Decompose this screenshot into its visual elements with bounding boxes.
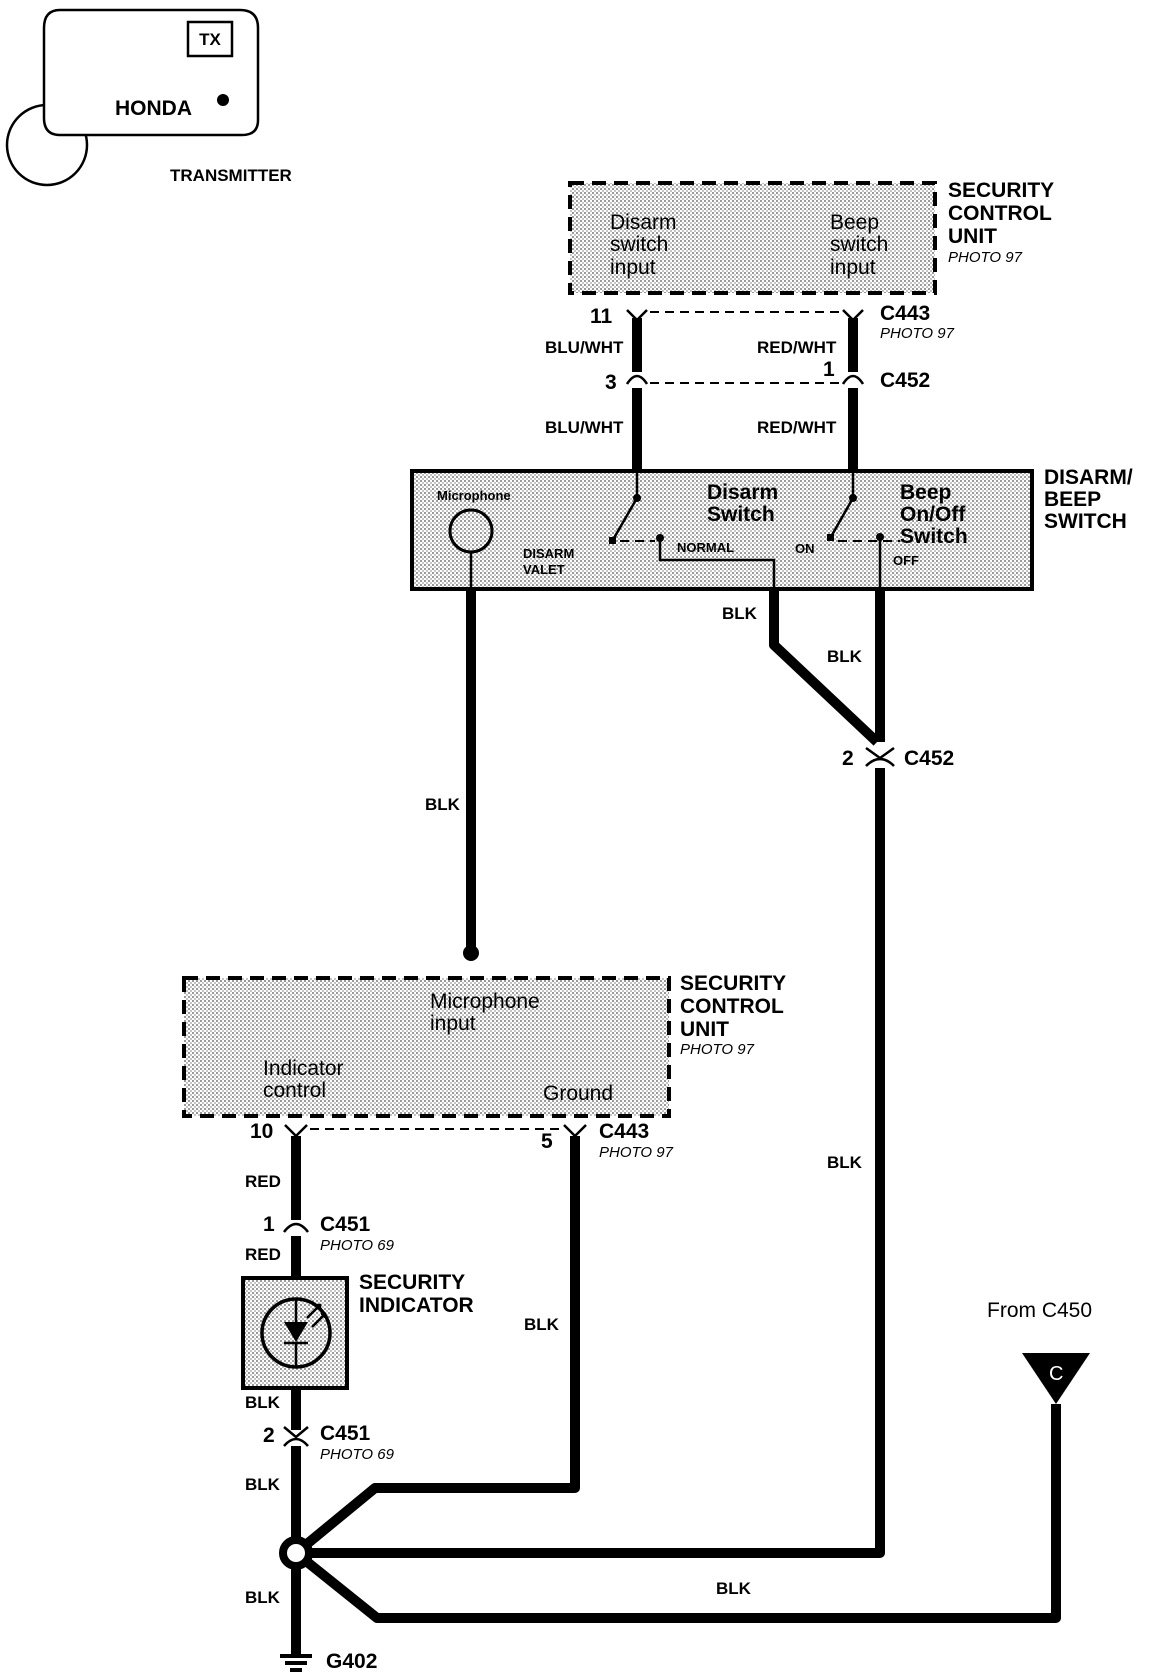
c452-top-pin-left: 3 <box>605 371 617 394</box>
c443-top-terminal-left <box>626 309 648 322</box>
ground-wires: BLK From C450 C BLK BLK G402 <box>245 1136 1092 1673</box>
disarm-valet-label: DISARM VALET <box>523 546 578 577</box>
wire-label-blk-scu-ground: BLK <box>524 1315 560 1334</box>
c452-mid-terminal-lower <box>865 757 895 767</box>
off-label: OFF <box>893 553 919 568</box>
top-wires: 11 C443 PHOTO 97 BLU/WHT RED/WHT 3 1 C45… <box>545 302 955 470</box>
wire-label-red-2: RED <box>245 1245 281 1264</box>
scu-top-disarm-input: Disarm switch input <box>610 211 682 279</box>
wire-label-blk-indicator-2: BLK <box>245 1475 281 1494</box>
c443-top-pin-left: 11 <box>590 305 613 328</box>
transmitter-brand: HONDA <box>115 97 192 120</box>
ground-splice-icon <box>279 1536 313 1570</box>
transmitter: TX HONDA TRANSMITTER <box>5 8 292 187</box>
scu-bottom-photo: PHOTO 97 <box>680 1041 755 1058</box>
scu-bottom-indicator-control: Indicator control <box>263 1057 349 1102</box>
wire-label-red-wht-bottom: RED/WHT <box>757 418 837 437</box>
transmitter-caption: TRANSMITTER <box>170 166 292 185</box>
disarm-switch-label: Disarm Switch <box>707 481 784 526</box>
beep-switch-label: Beep On/Off Switch <box>900 481 971 548</box>
microphone-label: Microphone <box>437 488 511 503</box>
wire-blk-normal <box>769 589 881 746</box>
scu-bottom-ground: Ground <box>543 1082 613 1105</box>
c443-bottom-name: C443 <box>599 1120 649 1143</box>
disarm-beep-switch-title: DISARM/ BEEP SWITCH <box>1044 466 1139 533</box>
ground-symbol-icon <box>280 1654 312 1672</box>
wire-label-blk-indicator-1: BLK <box>245 1393 281 1412</box>
c443-bottom-terminal-right <box>563 1124 587 1138</box>
c451-top-pin: 1 <box>263 1213 275 1236</box>
led-ray-2 <box>311 1312 327 1328</box>
wire-label-blk-c450: BLK <box>716 1579 752 1598</box>
c443-bottom-photo: PHOTO 97 <box>599 1144 674 1161</box>
c451-bottom-terminal-upper <box>283 1426 309 1439</box>
c451-top-name: C451 <box>320 1213 371 1236</box>
disarm-valet-contact <box>609 537 616 544</box>
led-diode-icon <box>284 1322 308 1342</box>
wire-label-blk-long: BLK <box>827 1153 863 1172</box>
led-ray-1 <box>306 1303 322 1319</box>
beep-on-contact <box>827 534 834 541</box>
c443-top-photo: PHOTO 97 <box>880 325 955 342</box>
wire-label-blu-wht-top: BLU/WHT <box>545 338 624 357</box>
wire-label-blu-wht-bottom: BLU/WHT <box>545 418 624 437</box>
transmitter-led-icon <box>217 94 229 106</box>
normal-label: NORMAL <box>677 540 734 555</box>
ground-g402-name: G402 <box>326 1650 377 1673</box>
scu-bottom-title: SECURITY CONTROL UNIT <box>680 972 792 1041</box>
security-control-unit-top: Disarm switch input Beep switch input SE… <box>568 179 1060 295</box>
wire-blk-c452-to-ground <box>296 768 885 1558</box>
c452-top-terminal-left <box>625 374 649 385</box>
from-c450-label: From C450 <box>987 1299 1092 1322</box>
on-label: ON <box>795 541 815 556</box>
wire-label-blk-g402: BLK <box>245 1588 281 1607</box>
scu-bottom-microphone-input: Microphone input <box>430 990 546 1035</box>
c452-mid-name: C452 <box>904 747 954 770</box>
c452-mid-pin: 2 <box>842 747 854 770</box>
c451-bottom-terminal-lower <box>283 1437 309 1447</box>
from-c450-letter: C <box>1049 1363 1063 1385</box>
c451-bottom-name: C451 <box>320 1422 371 1445</box>
microphone-input-terminal <box>463 945 479 961</box>
wire-label-red-wht-top: RED/WHT <box>757 338 837 357</box>
c452-top-name: C452 <box>880 369 930 392</box>
beep-switch-blade <box>830 497 855 536</box>
c452-top-pin-right: 1 <box>823 358 835 381</box>
wire-blk-from-c450 <box>292 1404 1061 1623</box>
normal-to-ground-wire <box>658 538 776 589</box>
indicator-circuit: RED RED 1 C451 PHOTO 69 SECURITY INDICAT… <box>241 1136 474 1553</box>
scu-top-box <box>568 181 937 295</box>
scu-top-beep-input: Beep switch input <box>830 211 894 279</box>
c443-top-name: C443 <box>880 302 930 325</box>
disarm-beep-switch-box <box>410 469 1034 591</box>
c451-bottom-photo: PHOTO 69 <box>320 1446 395 1463</box>
c451-bottom-pin: 2 <box>263 1424 275 1447</box>
c451-top-photo: PHOTO 69 <box>320 1237 395 1254</box>
wire-label-blk-normal-2: BLK <box>827 647 863 666</box>
middle-wires: BLK BLK BLK 2 C452 BLK <box>296 589 954 1558</box>
security-control-unit-bottom: Microphone input Indicator control Groun… <box>182 972 792 1161</box>
tx-badge <box>186 20 234 58</box>
c443-top-terminal-right <box>842 309 864 322</box>
c443-bottom-pin-right: 5 <box>541 1130 553 1153</box>
c452-mid-terminal <box>865 746 895 760</box>
c451-top-terminal <box>283 1222 309 1233</box>
c452-top-terminal-right <box>841 374 865 385</box>
scu-top-photo: PHOTO 97 <box>948 249 1023 266</box>
security-indicator-title: SECURITY INDICATOR <box>359 1271 474 1317</box>
wire-blk-scu-ground <box>292 1136 580 1557</box>
c443-bottom-terminal-left <box>284 1124 308 1138</box>
wire-label-blk-normal-1: BLK <box>722 604 758 623</box>
scu-bottom-box <box>182 976 671 1118</box>
c443-bottom-pin-left: 10 <box>250 1120 273 1143</box>
wire-label-red-1: RED <box>245 1172 281 1191</box>
tx-label: TX <box>199 30 221 49</box>
scu-top-title: SECURITY CONTROL UNIT <box>948 179 1060 248</box>
from-c450-arrow-icon <box>1022 1353 1090 1404</box>
wire-label-blk-microphone: BLK <box>425 795 461 814</box>
disarm-switch-blade <box>612 497 639 539</box>
disarm-beep-switch: Microphone Disarm Switch Beep On/Off Swi… <box>410 466 1139 591</box>
